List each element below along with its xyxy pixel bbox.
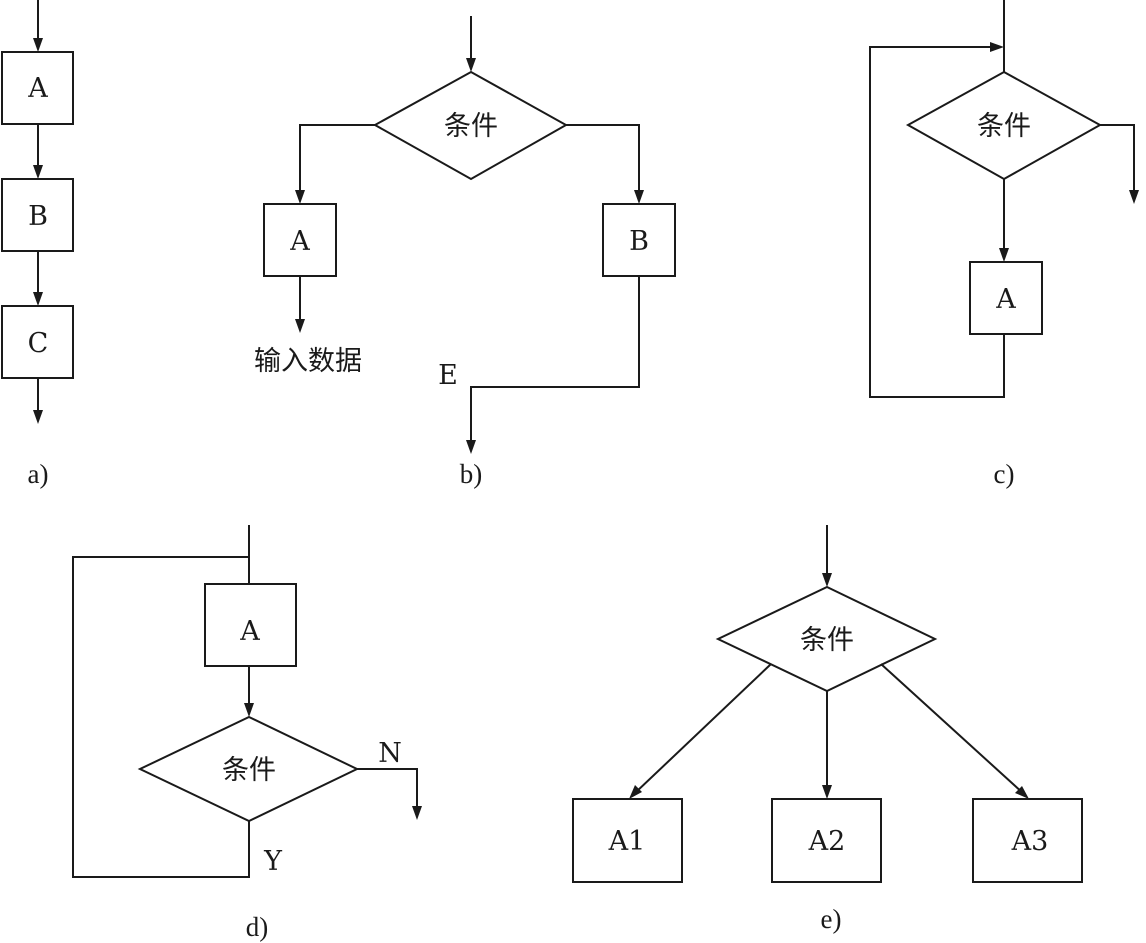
condition-diamond <box>372 70 569 181</box>
box-a-label: A <box>27 73 48 104</box>
caption-c: c) <box>994 459 1015 489</box>
condition-label: 条件 <box>800 625 854 656</box>
condition-label: 条件 <box>444 111 498 142</box>
box-a-label: A <box>995 284 1016 315</box>
panel-a-sequence: A B C a) <box>1 0 74 489</box>
loop-back-c <box>869 46 1005 398</box>
condition-label: 条件 <box>222 755 276 786</box>
arrowhead-icon <box>33 410 43 424</box>
panel-e-multi-branch: 条件 A1 A2 A3 e) <box>572 525 1083 934</box>
path-b-exit <box>470 276 640 448</box>
caption-b: b) <box>460 459 483 489</box>
arrowhead-icon <box>1129 190 1139 204</box>
arrowhead-icon <box>33 38 43 52</box>
arrowhead-icon <box>295 190 305 204</box>
exit-path-c <box>1100 124 1135 198</box>
box-a2-label: A2 <box>808 826 846 857</box>
exit-path-d <box>357 768 418 814</box>
box-a3-label: A3 <box>1011 826 1049 857</box>
box-b <box>1 178 74 252</box>
box-b-label: B <box>629 226 649 257</box>
box-a1 <box>572 798 683 883</box>
arrowhead-icon <box>33 292 43 306</box>
arrowhead-icon <box>990 42 1004 52</box>
loop-back-d <box>72 556 250 878</box>
branch-right-e <box>880 663 1025 795</box>
box-a1-label: A1 <box>608 826 646 857</box>
arrowhead-icon <box>412 806 422 820</box>
arrowhead-icon <box>629 785 642 799</box>
box-a2 <box>771 798 882 883</box>
arrowhead-icon <box>634 190 644 204</box>
arrowhead-icon <box>466 58 476 72</box>
box-a-label: A <box>239 616 260 647</box>
yes-label: Y <box>263 846 283 877</box>
arrowhead-icon <box>33 165 43 179</box>
box-b-label: B <box>28 201 48 232</box>
arrowhead-icon <box>466 440 476 454</box>
arrowhead-icon <box>1015 786 1029 799</box>
arrowhead-icon <box>822 573 832 587</box>
box-a-label: A <box>289 226 310 257</box>
box-c-label: C <box>28 328 49 359</box>
box-c <box>1 305 74 379</box>
panel-d-do-while-loop: A 条件 N Y d) <box>72 525 422 942</box>
branch-right-b <box>566 124 640 198</box>
condition-label: 条件 <box>977 111 1031 142</box>
input-data-label: 输入数据 <box>254 346 362 377</box>
exit-label: E <box>438 360 458 391</box>
panel-c-while-loop: 条件 A c) <box>869 0 1139 489</box>
caption-a: a) <box>28 459 49 489</box>
arrowhead-icon <box>244 703 254 717</box>
no-label: N <box>378 738 402 769</box>
box-a <box>204 583 297 667</box>
branch-left-e <box>633 663 772 795</box>
box-a3 <box>972 798 1083 883</box>
panel-b-selection: 条件 A 输入数据 B E b) <box>254 16 676 489</box>
arrowhead-icon <box>999 248 1009 262</box>
arrowhead-icon <box>295 319 305 333</box>
box-b <box>602 203 676 277</box>
box-a <box>969 261 1043 335</box>
arrowhead-icon <box>822 785 832 799</box>
branch-left-b <box>299 124 375 198</box>
caption-d: d) <box>246 912 269 942</box>
caption-e: e) <box>821 904 842 934</box>
